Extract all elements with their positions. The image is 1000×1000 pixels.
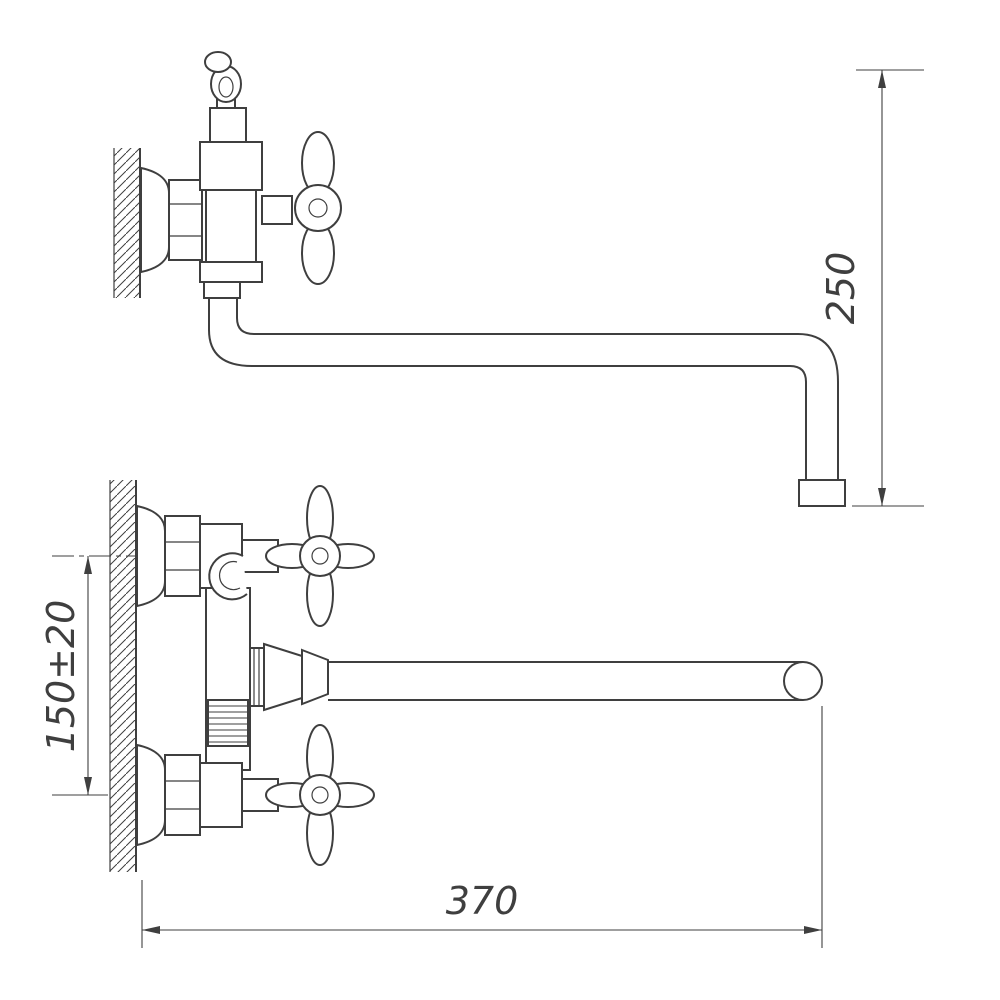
wall-section-upper	[113, 148, 141, 298]
spout-inner-edge	[208, 298, 807, 480]
wall-hatch-upper	[114, 148, 140, 298]
spout-cone	[263, 642, 303, 712]
escutcheon-side	[140, 166, 170, 274]
spout-front	[249, 642, 823, 712]
wall-nut-facets	[165, 541, 200, 571]
dimension-label-inlet-spacing: 150±20	[39, 600, 83, 753]
diverter-knob	[204, 51, 232, 73]
wall-nut-facets	[169, 203, 202, 237]
handle-cap	[311, 786, 329, 804]
wall-hatch-lower	[110, 480, 136, 872]
knurl-band	[207, 699, 249, 747]
arrow-down-icon	[84, 777, 92, 795]
wall-nut-side	[168, 179, 203, 261]
clip-inner-arc	[219, 560, 241, 591]
spout-outlet-cup	[798, 479, 846, 507]
valve-body-lower	[199, 762, 243, 828]
escutcheon-lower	[136, 743, 166, 847]
front-view: 150±20 370	[39, 480, 823, 948]
wall-nut-upper	[164, 515, 201, 597]
arrow-up-icon	[878, 70, 886, 88]
handle-hub	[299, 774, 341, 816]
escutcheon-upper	[136, 504, 166, 608]
dimension-label-spout-drop: 250	[819, 252, 863, 325]
diverter-housing	[209, 107, 247, 143]
wall-nut-facets	[165, 780, 200, 810]
dimension-spout-reach: 370	[141, 706, 823, 948]
wall-section-lower	[109, 480, 137, 872]
cross-handle-lower-front	[265, 724, 375, 866]
dimension-inlet-spacing: 150±20	[39, 556, 108, 796]
spout-flange	[249, 647, 265, 707]
dimension-label-spout-reach: 370	[446, 879, 519, 923]
handle-hub	[299, 535, 341, 577]
cross-handle-side	[261, 131, 342, 285]
valve-collar	[199, 261, 263, 283]
handle-stem-side	[261, 195, 293, 225]
arrow-right-icon	[804, 926, 822, 934]
diverter-clip-front	[208, 552, 248, 601]
knurled-section	[207, 699, 249, 747]
faucet-side-body	[140, 51, 263, 299]
handle-cap-side	[308, 198, 328, 218]
handle-hub-side	[294, 184, 342, 232]
clip-outer-arc	[208, 552, 248, 601]
spout-outer-edge	[236, 298, 839, 480]
arrow-left-icon	[142, 926, 160, 934]
dimension-spout-drop: 250	[819, 69, 924, 507]
valve-mid-section	[205, 189, 257, 263]
spout-end-cap	[783, 661, 823, 701]
lower-valve-front	[136, 743, 279, 847]
arrow-up-icon	[84, 556, 92, 574]
arrow-down-icon	[878, 488, 886, 506]
cross-handle-upper-front	[265, 485, 375, 627]
spout-nut-side	[203, 281, 241, 299]
spout-side	[208, 298, 846, 507]
wall-nut-lower	[164, 754, 201, 836]
diverter-ring-hole	[218, 76, 234, 98]
knurl-lines	[208, 705, 248, 743]
valve-upper-section	[199, 141, 263, 191]
flange-ring-lines	[253, 648, 260, 706]
side-view: 250	[113, 51, 924, 507]
handle-cap	[311, 547, 329, 565]
spout-connector-nut	[301, 648, 329, 706]
